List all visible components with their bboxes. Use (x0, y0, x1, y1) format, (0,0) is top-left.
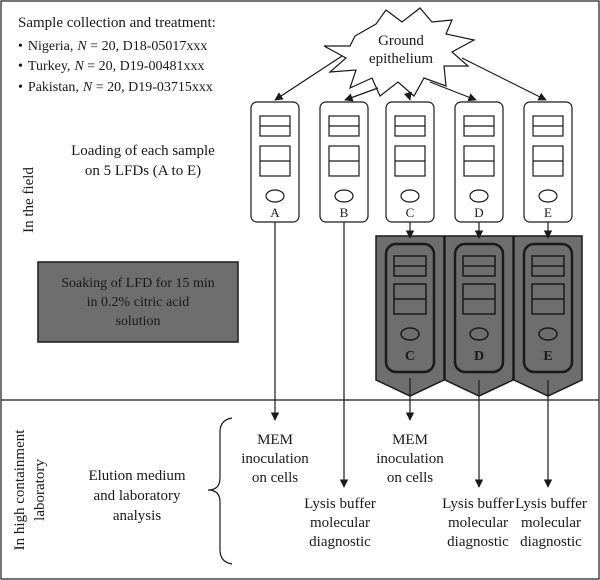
ground-epithelium-line1: Ground (378, 33, 424, 49)
outcome-mem-c: MEM inoculation on cells (376, 432, 444, 486)
ground-epithelium-burst: Ground epithelium (323, 7, 476, 97)
soaking-box: Soaking of LFD for 15 min in 0.2% citric… (37, 261, 239, 343)
svg-text:diagnostic: diagnostic (309, 534, 371, 550)
arrow-burst-to-b (344, 87, 379, 102)
sample-info: Sample collection and treatment: •Nigeri… (18, 15, 216, 95)
elution-line3: analysis (113, 508, 161, 524)
svg-text:inoculation: inoculation (376, 451, 444, 467)
sample-item-pakistan: •Pakistan,N = 20, D19-03715xxx (18, 80, 213, 95)
device-label-e: E (544, 205, 552, 220)
svg-text:diagnostic: diagnostic (520, 534, 582, 550)
soaked-label-c: C (405, 349, 415, 364)
lfd-device-c: C (385, 101, 435, 223)
device-label-a: A (270, 205, 280, 220)
svg-text:MEM: MEM (257, 432, 293, 448)
soaking-line3: solution (115, 314, 160, 329)
sample-item-turkey: •Turkey,N = 20, D19-00481xxx (18, 59, 204, 74)
arrow-burst-to-e (461, 57, 547, 101)
lfd-device-e: E (523, 101, 573, 223)
device-label-b: B (340, 205, 349, 220)
starburst-shape (323, 7, 476, 97)
lfd-device-b: B (319, 101, 369, 223)
section-label-lab: In high containment laboratory (12, 429, 48, 551)
svg-text:Lysis buffer: Lysis buffer (442, 496, 514, 512)
svg-text:diagnostic: diagnostic (447, 534, 509, 550)
ground-epithelium-line2: epithelium (369, 51, 433, 67)
soaked-device-d: D (444, 235, 514, 397)
svg-text:molecular: molecular (448, 515, 508, 531)
elution-line1: Elution medium (88, 468, 185, 484)
svg-text:Lysis buffer: Lysis buffer (304, 496, 376, 512)
section-label-lab-line1: In high containment (12, 429, 28, 551)
device-label-c: C (406, 205, 415, 220)
lfd-device-a: A (250, 101, 300, 223)
section-label-field: In the field (21, 167, 37, 233)
soaked-label-d: D (474, 349, 484, 364)
outcome-lysis-d: Lysis buffer molecular diagnostic (442, 496, 514, 550)
svg-text:MEM: MEM (392, 432, 428, 448)
outcome-lysis-b: Lysis buffer molecular diagnostic (304, 496, 376, 550)
svg-text:molecular: molecular (521, 515, 581, 531)
soaked-label-e: E (543, 349, 552, 364)
soaking-line2: in 0.2% citric acid (87, 295, 190, 310)
sample-item-nigeria: •Nigeria,N = 20, D18-05017xxx (18, 39, 207, 54)
svg-text:molecular: molecular (310, 515, 370, 531)
arrow-burst-to-a (274, 55, 343, 101)
device-label-d: D (474, 205, 483, 220)
soaked-device-e: E (513, 235, 583, 397)
outcome-lysis-e: Lysis buffer molecular diagnostic (515, 496, 587, 550)
svg-text:Lysis buffer: Lysis buffer (515, 496, 587, 512)
brace (207, 417, 233, 565)
arrow-burst-to-c (403, 91, 412, 101)
outcome-mem-a: MEM inoculation on cells (241, 432, 309, 486)
svg-text:inoculation: inoculation (241, 451, 309, 467)
loading-line1: Loading of each sample (71, 143, 215, 159)
svg-text:on cells: on cells (252, 470, 298, 486)
loading-line2: on 5 LFDs (A to E) (85, 163, 201, 179)
elution-line2: and laboratory (93, 488, 181, 504)
sample-heading: Sample collection and treatment: (18, 15, 216, 31)
soaking-line1: Soaking of LFD for 15 min (61, 276, 215, 291)
svg-text:on cells: on cells (387, 470, 433, 486)
section-label-lab-line2: laboratory (32, 459, 48, 521)
soaked-device-c: C (375, 235, 445, 397)
lfd-device-d: D (454, 101, 504, 223)
arrow-burst-to-d (429, 81, 477, 102)
